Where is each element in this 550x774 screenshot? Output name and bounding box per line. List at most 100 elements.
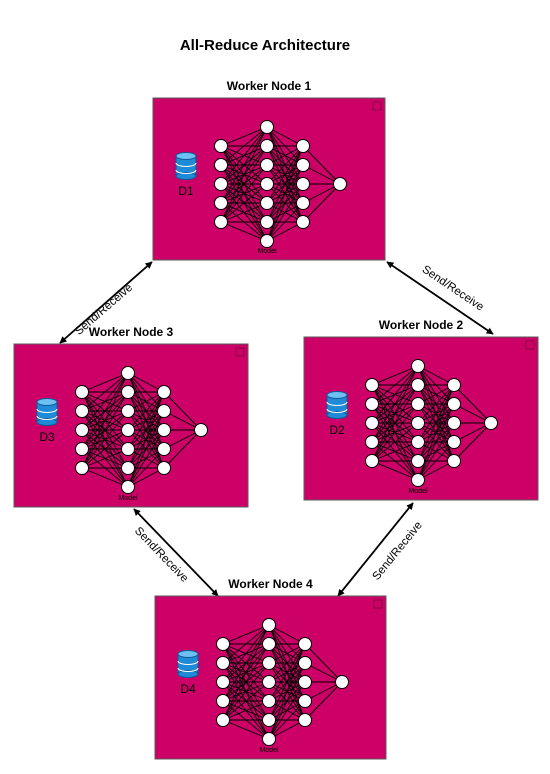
neuron bbox=[447, 397, 461, 411]
neuron bbox=[335, 675, 349, 689]
neuron bbox=[411, 397, 425, 411]
database-icon bbox=[36, 398, 58, 426]
neuron bbox=[121, 480, 135, 494]
model-label: Model bbox=[257, 248, 277, 255]
neuron bbox=[296, 139, 310, 153]
neuron bbox=[157, 385, 171, 399]
neuron bbox=[75, 461, 89, 475]
edge-arrow-node3-node4 bbox=[133, 508, 219, 597]
database-icon bbox=[175, 152, 197, 180]
edge-node3-node4: Send/Receive bbox=[132, 508, 219, 597]
neuron bbox=[262, 713, 276, 727]
dataset-label: D4 bbox=[180, 682, 196, 696]
corner-expand-icon bbox=[525, 340, 535, 350]
neuron bbox=[260, 177, 274, 191]
neuron bbox=[260, 234, 274, 248]
neuron bbox=[75, 442, 89, 456]
diagram-title: All-Reduce Architecture bbox=[180, 37, 350, 54]
neuron bbox=[75, 404, 89, 418]
neuron bbox=[262, 732, 276, 746]
neuron bbox=[260, 215, 274, 229]
corner-expand-icon bbox=[373, 599, 383, 609]
database-icon bbox=[326, 391, 348, 419]
worker-node-title: Worker Node 3 bbox=[89, 325, 174, 339]
neuron bbox=[214, 215, 228, 229]
neuron bbox=[411, 435, 425, 449]
neuron bbox=[216, 675, 230, 689]
neuron bbox=[298, 694, 312, 708]
neuron bbox=[411, 473, 425, 487]
neuron bbox=[484, 416, 498, 430]
edge-node2-node4: Send/Receive bbox=[337, 502, 425, 597]
neural-network bbox=[214, 120, 347, 248]
neuron bbox=[296, 158, 310, 172]
neuron bbox=[296, 196, 310, 210]
neuron bbox=[214, 139, 228, 153]
neuron bbox=[298, 637, 312, 651]
model-label: Model bbox=[408, 488, 428, 495]
neuron bbox=[260, 196, 274, 210]
neural-network bbox=[365, 359, 498, 487]
neuron bbox=[121, 385, 135, 399]
edge-arrow-node1-node3 bbox=[59, 261, 153, 344]
neuron bbox=[447, 435, 461, 449]
neuron bbox=[121, 442, 135, 456]
neuron bbox=[411, 454, 425, 468]
neuron bbox=[447, 378, 461, 392]
neuron bbox=[75, 423, 89, 437]
neuron bbox=[262, 694, 276, 708]
neuron bbox=[447, 416, 461, 430]
neuron bbox=[121, 423, 135, 437]
model-label: Model bbox=[259, 747, 279, 754]
neuron bbox=[214, 158, 228, 172]
neuron bbox=[216, 713, 230, 727]
neuron bbox=[411, 359, 425, 373]
neuron bbox=[214, 177, 228, 191]
neuron bbox=[121, 461, 135, 475]
neuron bbox=[411, 378, 425, 392]
dataset-label: D3 bbox=[39, 430, 55, 444]
neuron bbox=[121, 366, 135, 380]
corner-expand-icon bbox=[372, 101, 382, 111]
model-label: Model bbox=[118, 495, 138, 502]
neuron bbox=[365, 416, 379, 430]
neuron bbox=[214, 196, 228, 210]
neuron bbox=[262, 637, 276, 651]
neuron bbox=[262, 656, 276, 670]
neuron bbox=[194, 423, 208, 437]
edge-arrow-node2-node4 bbox=[337, 502, 414, 597]
neuron bbox=[75, 385, 89, 399]
neuron bbox=[157, 423, 171, 437]
neuron bbox=[157, 404, 171, 418]
neuron bbox=[447, 454, 461, 468]
neuron bbox=[260, 139, 274, 153]
neuron bbox=[298, 656, 312, 670]
neural-network bbox=[75, 366, 208, 494]
worker-node-title: Worker Node 4 bbox=[228, 577, 313, 591]
dataset-label: D1 bbox=[178, 184, 194, 198]
neuron bbox=[262, 618, 276, 632]
neural-network bbox=[216, 618, 349, 746]
worker-node-title: Worker Node 2 bbox=[379, 318, 464, 332]
neuron bbox=[216, 637, 230, 651]
edge-label-node2-node4: Send/Receive bbox=[370, 520, 424, 583]
neuron bbox=[121, 404, 135, 418]
neuron bbox=[365, 435, 379, 449]
neuron bbox=[365, 454, 379, 468]
neuron bbox=[260, 158, 274, 172]
neuron bbox=[365, 378, 379, 392]
neuron bbox=[260, 120, 274, 134]
neuron bbox=[216, 694, 230, 708]
neuron bbox=[296, 215, 310, 229]
neuron bbox=[296, 177, 310, 191]
edge-label-node3-node4: Send/Receive bbox=[132, 525, 190, 585]
neuron bbox=[298, 713, 312, 727]
neuron bbox=[365, 397, 379, 411]
worker-node-title: Worker Node 1 bbox=[227, 79, 312, 93]
corner-expand-icon bbox=[235, 347, 245, 357]
neuron bbox=[333, 177, 347, 191]
